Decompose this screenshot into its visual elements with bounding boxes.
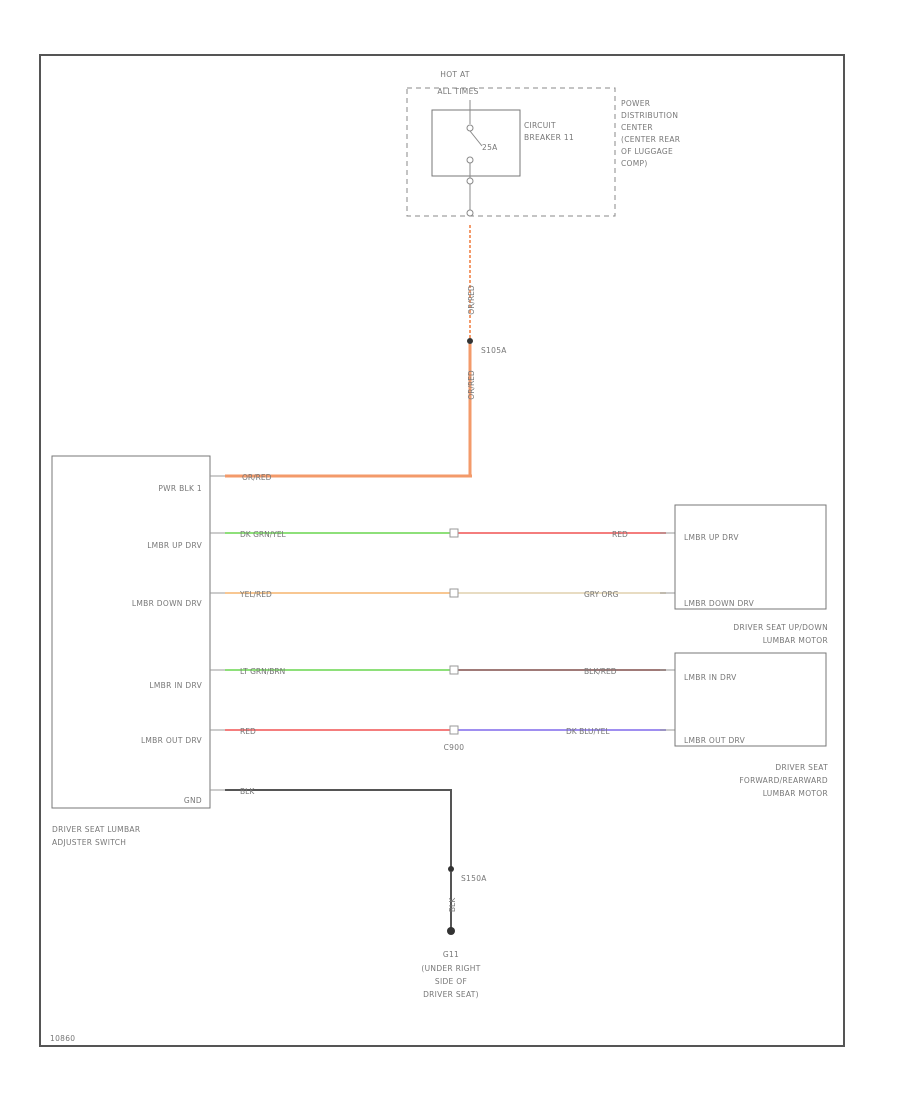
wire-label-gnd: BLK	[240, 787, 255, 796]
center-label-line-2: DISTRIBUTION	[621, 111, 678, 120]
updown-motor-label-line-1: DRIVER SEAT UP/DOWN	[733, 623, 828, 632]
wire-label-feed-upper: OR/RED	[467, 285, 476, 315]
center-label-line-5: OF LUGGAGE	[621, 147, 673, 156]
switch-label-line-2: ADJUSTER SWITCH	[52, 838, 126, 847]
circuit-breaker-symbol	[466, 100, 483, 217]
connector-c900-label: C900	[444, 743, 465, 752]
lumbar-updown-motor	[674, 504, 827, 610]
switch-pin-down: LMBR DOWN DRV	[132, 599, 203, 608]
wire-label-out-right: DK BLU/YEL	[566, 727, 610, 736]
switch-pin-stubs	[210, 475, 225, 791]
ground-label-line-2: SIDE OF	[435, 977, 467, 986]
wire-label-pwr: OR/RED	[242, 473, 272, 482]
lumbar-fwdrwd-motor	[674, 652, 827, 747]
wire-label-out-left: RED	[240, 727, 256, 736]
fwdrwd-motor-label-line-3: LUMBAR MOTOR	[763, 789, 828, 798]
ground-label-line-3: DRIVER SEAT)	[423, 990, 479, 999]
updown-motor-pin-up: LMBR UP DRV	[684, 533, 739, 542]
diagram-frame	[39, 54, 845, 1047]
switch-pin-in: LMBR IN DRV	[149, 681, 202, 690]
breaker-label-line-2: BREAKER 11	[524, 133, 574, 142]
splice-s150a	[448, 866, 454, 872]
splice-s105a	[467, 338, 473, 344]
fwdrwd-motor-pin-in: LMBR IN DRV	[684, 673, 737, 682]
switch-pin-up: LMBR UP DRV	[147, 541, 202, 550]
center-label-line-3: CENTER	[621, 123, 653, 132]
wire-label-feed-lower: OR/RED	[467, 370, 476, 400]
page-code: 10860	[50, 1034, 75, 1043]
breaker-label-line-1: CIRCUIT	[524, 121, 556, 130]
splice-s150a-label: S150A	[461, 874, 487, 883]
wire-label-down-right: GRY ORG	[584, 590, 619, 599]
ground-label-line-1: (UNDER RIGHT	[421, 964, 480, 973]
circuit-breaker-box	[431, 109, 521, 177]
hot-label-line-2: ALL TIMES	[437, 87, 478, 96]
switch-pin-pwr: PWR BLK 1	[158, 484, 202, 493]
switch-pin-gnd: GND	[184, 796, 202, 805]
center-label-line-4: (CENTER REAR	[621, 135, 680, 144]
updown-motor-pin-down: LMBR DOWN DRV	[684, 599, 755, 608]
switch-pin-out: LMBR OUT DRV	[141, 736, 203, 745]
fwdrwd-motor-label-line-2: FORWARD/REARWARD	[739, 776, 828, 785]
motor-pin-stubs	[660, 532, 675, 731]
updown-motor-label-line-2: LUMBAR MOTOR	[763, 636, 828, 645]
splice-s105a-label: S105A	[481, 346, 507, 355]
center-label-line-6: COMP)	[621, 159, 648, 168]
wire-label-gnd-drop: BLK	[448, 897, 457, 912]
center-label-line-1: POWER	[621, 99, 650, 108]
wire-label-in-right: BLK/RED	[584, 667, 617, 676]
wire-label-up-left: DK GRN/YEL	[240, 530, 287, 539]
lumbar-adjuster-switch	[51, 455, 211, 809]
ground-g11-label: G11	[443, 950, 459, 959]
wire-label-in-left: LT GRN/BRN	[240, 667, 285, 676]
power-distribution-center-outline	[406, 87, 616, 217]
breaker-rating: 25A	[482, 143, 498, 152]
fwdrwd-motor-pin-out: LMBR OUT DRV	[684, 736, 746, 745]
wire-label-down-left: YEL/RED	[239, 590, 272, 599]
wire-label-up-right: RED	[612, 530, 628, 539]
ground-g11-symbol	[447, 927, 455, 935]
switch-label-line-1: DRIVER SEAT LUMBAR	[52, 825, 140, 834]
hot-label-line-1: HOT AT	[440, 70, 470, 79]
fwdrwd-motor-label-line-1: DRIVER SEAT	[775, 763, 828, 772]
connector-c900	[449, 528, 459, 735]
